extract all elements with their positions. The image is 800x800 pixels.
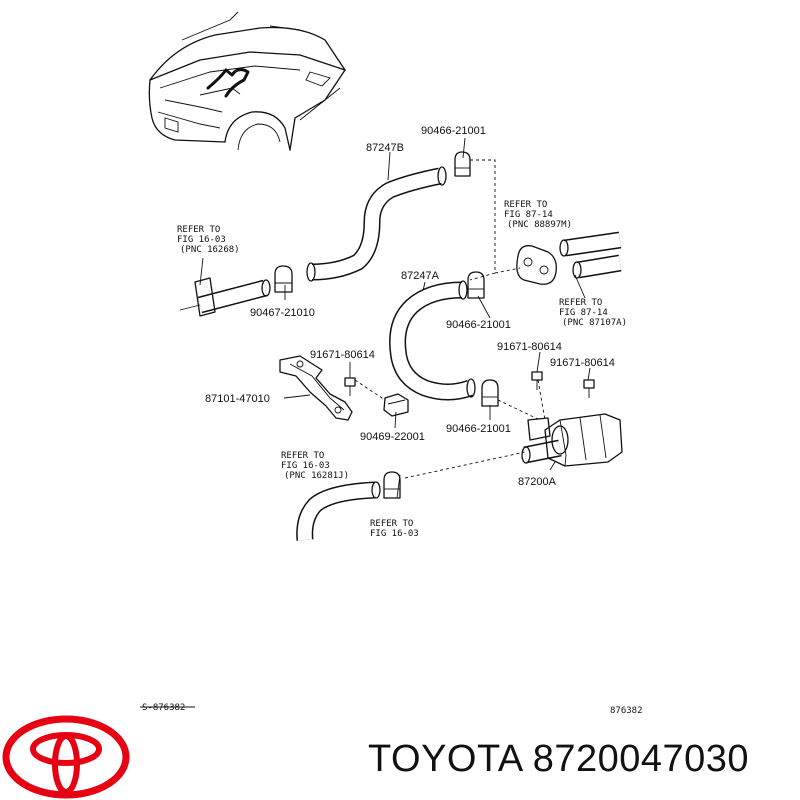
label-bracket: 87101-47010 [205, 393, 270, 405]
callout-labels: 90466-21001 87247B REFER TO FIG 16-03 (P… [142, 125, 643, 716]
label-refer-right-top-1: REFER TO [504, 200, 547, 210]
label-clamp-left: 90467-21010 [250, 307, 315, 319]
clamp-lower [383, 471, 401, 499]
label-refer-left-top-2: FIG 16-03 [177, 235, 226, 245]
label-refer-left-low-1: REFER TO [281, 451, 324, 461]
hose-lower [296, 481, 381, 541]
label-clip: 90469-22001 [360, 431, 425, 443]
hose-87247a [389, 280, 476, 401]
label-hose-mid: 87247A [401, 270, 440, 282]
part-number: 8720047030 [532, 738, 750, 780]
label-clamp-low: 90466-21001 [446, 423, 511, 435]
label-refer-left-low-3: (PNC 16281J) [284, 471, 349, 481]
bracket-87101 [279, 355, 353, 421]
clamp-90466-mid [467, 271, 485, 299]
bolt-right [583, 379, 595, 398]
connector-88897m [516, 231, 622, 285]
label-valve: 87200A [518, 476, 557, 488]
clip-90469 [383, 393, 409, 417]
label-clamp-mid: 90466-21001 [446, 319, 511, 331]
bolt-left [344, 377, 356, 396]
label-clamp-upper: 90466-21001 [421, 125, 486, 137]
label-refer-right-mid-3: (PNC 87107A) [562, 318, 627, 328]
label-refer-bottom-2: FIG 16-03 [370, 529, 419, 539]
label-code-left: S-876382 [142, 703, 185, 713]
pipe-left [179, 277, 271, 317]
clamp-90466-upper [454, 151, 471, 177]
brand-name: TOYOTA [368, 738, 522, 780]
water-valve-87200a [521, 413, 623, 467]
label-code-right: 876382 [610, 706, 643, 716]
label-bolt-mid: 91671-80614 [497, 341, 562, 353]
clamp-90466-low [481, 379, 499, 407]
label-bolt-right: 91671-80614 [550, 357, 615, 369]
hose-87247b [306, 166, 447, 282]
label-refer-bottom-1: REFER TO [370, 519, 413, 529]
label-refer-left-top-1: REFER TO [177, 225, 220, 235]
toyota-logo [2, 715, 130, 799]
bolt-mid [531, 371, 543, 390]
label-refer-right-top-2: FIG 87-14 [504, 210, 553, 220]
label-bolt-left: 91671-80614 [310, 349, 375, 361]
label-refer-left-top-3: (PNC 16268) [180, 245, 240, 255]
label-refer-right-mid-2: FIG 87-14 [559, 308, 608, 318]
clamp-90467 [274, 265, 293, 293]
brand-line: TOYOTA 8720047030 [368, 738, 749, 781]
label-hose-upper: 87247B [366, 142, 404, 154]
label-refer-right-top-3: (PNC 88897M) [507, 220, 572, 230]
label-refer-right-mid-1: REFER TO [559, 298, 602, 308]
car-illustration [148, 11, 346, 151]
label-refer-left-low-2: FIG 16-03 [281, 461, 330, 471]
